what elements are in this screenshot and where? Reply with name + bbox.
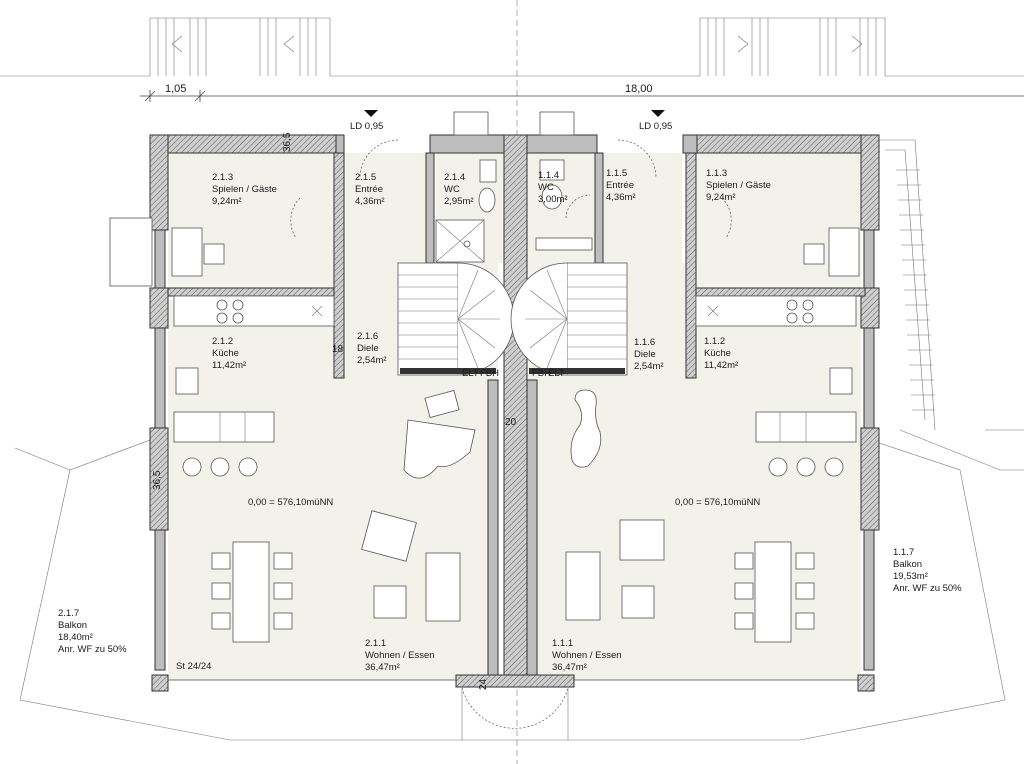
svg-text:Diele: Diele: [357, 343, 379, 354]
svg-text:4,36m²: 4,36m²: [606, 192, 636, 203]
svg-text:1.1.5: 1.1.5: [606, 168, 627, 179]
svg-text:Entrée: Entrée: [606, 180, 634, 191]
dimension-line: 1,05 18,00: [140, 83, 1024, 102]
piano: [403, 389, 476, 479]
room-label-1-1-1: 1.1.1 Wohnen / Essen 36,47m²: [552, 638, 622, 673]
svg-text:1.1.2: 1.1.2: [704, 336, 725, 347]
guest-furniture-right: [565, 194, 860, 277]
stair-note: St 24/24: [176, 661, 211, 672]
svg-text:2.1.6: 2.1.6: [357, 331, 378, 342]
svg-text:2.1.4: 2.1.4: [444, 172, 465, 183]
room-label-2-1-2: 2.1.2 Küche 11,42m²: [212, 336, 246, 371]
level-marker-left-text: LD 0,95: [350, 121, 383, 132]
stair-right-label-a: FBH: [532, 368, 551, 379]
wc-fixtures-left: [435, 159, 497, 263]
svg-text:36,47m²: 36,47m²: [365, 662, 400, 673]
svg-text:1.1.1: 1.1.1: [552, 638, 573, 649]
kitchen-right: [695, 295, 857, 477]
room-label-1-1-3: 1.1.3 Spielen / Gäste 9,24m²: [706, 168, 771, 203]
living-furniture-left: [211, 510, 461, 643]
floor-fills: [168, 153, 861, 680]
sculpture-right: [570, 389, 602, 468]
level-marker-left: LD 0,95: [350, 110, 383, 132]
svg-text:9,24m²: 9,24m²: [706, 192, 736, 203]
dim-total-span: 18,00: [625, 83, 653, 95]
svg-text:Anr. WF zu 50%: Anr. WF zu 50%: [58, 644, 127, 655]
floor-level-right: 0,00 = 576,10müNN: [675, 497, 760, 508]
balcony-outline-right: [517, 429, 1024, 741]
svg-text:2,54m²: 2,54m²: [634, 361, 664, 372]
stair-right: FBH ELT: [510, 262, 628, 379]
svg-text:Balkon: Balkon: [893, 559, 922, 570]
room-label-2-1-6: 2.1.6 Diele 2,54m²: [357, 331, 387, 366]
svg-text:4,36m²: 4,36m²: [355, 196, 385, 207]
svg-text:WC: WC: [444, 184, 460, 195]
dim-wall-a: 36,5: [282, 132, 293, 152]
svg-text:11,42m²: 11,42m²: [212, 360, 246, 371]
room-label-2-1-1: 2.1.1 Wohnen / Essen 36,47m²: [365, 638, 435, 673]
stair-left-label-a: ELT: [462, 368, 479, 379]
svg-text:1.1.7: 1.1.7: [893, 547, 914, 558]
svg-text:Spielen / Gäste: Spielen / Gäste: [212, 184, 277, 195]
dim-wall-d: 36,5: [152, 470, 163, 490]
svg-text:3,00m²: 3,00m²: [538, 194, 568, 205]
svg-text:Küche: Küche: [704, 348, 731, 359]
walls: [149, 134, 880, 692]
balcony-outline-left: [14, 439, 517, 741]
svg-text:2.1.5: 2.1.5: [355, 172, 376, 183]
svg-text:36,47m²: 36,47m²: [552, 662, 587, 673]
bottom-door: [461, 687, 569, 740]
entry-boxes: [359, 111, 657, 179]
living-furniture-right: [565, 519, 815, 643]
floor-level-left: 0,00 = 576,10müNN: [248, 497, 333, 508]
exterior-stair: [875, 139, 936, 431]
room-label-2-1-5: 2.1.5 Entrée 4,36m²: [355, 172, 385, 207]
stair-left-label-b: FBH: [480, 368, 499, 379]
svg-text:9,24m²: 9,24m²: [212, 196, 242, 207]
svg-text:11,42m²: 11,42m²: [704, 360, 738, 371]
dim-wall-e: 24: [478, 678, 489, 690]
dim-wall-c: 20: [505, 417, 517, 428]
kitchen-left: [173, 295, 335, 477]
svg-text:Wohnen / Essen: Wohnen / Essen: [365, 650, 435, 661]
svg-text:Spielen / Gäste: Spielen / Gäste: [706, 180, 771, 191]
room-label-1-1-5: 1.1.5 Entrée 4,36m²: [606, 168, 636, 203]
dim-wall-b: 18: [332, 344, 344, 355]
svg-text:2,95m²: 2,95m²: [444, 196, 474, 207]
svg-text:WC: WC: [538, 182, 554, 193]
svg-text:1.1.3: 1.1.3: [706, 168, 727, 179]
guest-furniture-left: [109, 197, 301, 287]
stair-right-label-b: ELT: [548, 368, 565, 379]
svg-text:Anr. WF zu 50%: Anr. WF zu 50%: [893, 583, 962, 594]
room-label-1-1-6: 1.1.6 Diele 2,54m²: [634, 337, 664, 372]
svg-text:1.1.4: 1.1.4: [538, 170, 559, 181]
stair-left: ELT FBH: [397, 262, 515, 379]
room-label-2-1-3: 2.1.3 Spielen / Gäste 9,24m²: [212, 172, 277, 207]
room-label-1-1-4: 1.1.4 WC 3,00m²: [538, 170, 568, 205]
room-label-2-1-4: 2.1.4 WC 2,95m²: [444, 172, 474, 207]
svg-text:2.1.2: 2.1.2: [212, 336, 233, 347]
level-marker-right-text: LD 0,95: [639, 121, 672, 132]
svg-text:2.1.3: 2.1.3: [212, 172, 233, 183]
svg-text:18,40m²: 18,40m²: [58, 632, 93, 643]
svg-text:2.1.1: 2.1.1: [365, 638, 386, 649]
svg-text:Entrée: Entrée: [355, 184, 383, 195]
svg-text:Küche: Küche: [212, 348, 239, 359]
dim-left-span: 1,05: [165, 83, 186, 95]
wc-fixtures-right: [535, 159, 593, 251]
room-label-2-1-7: 2.1.7 Balkon 18,40m² Anr. WF zu 50%: [58, 608, 127, 655]
svg-text:Wohnen / Essen: Wohnen / Essen: [552, 650, 622, 661]
level-marker-right: LD 0,95: [639, 110, 672, 132]
svg-text:Diele: Diele: [634, 349, 656, 360]
room-label-1-1-2: 1.1.2 Küche 11,42m²: [704, 336, 738, 371]
svg-text:1.1.6: 1.1.6: [634, 337, 655, 348]
svg-text:2.1.7: 2.1.7: [58, 608, 79, 619]
svg-text:2,54m²: 2,54m²: [357, 355, 387, 366]
svg-text:Balkon: Balkon: [58, 620, 87, 631]
svg-text:19,53m²: 19,53m²: [893, 571, 928, 582]
room-label-1-1-7: 1.1.7 Balkon 19,53m² Anr. WF zu 50%: [893, 547, 962, 594]
